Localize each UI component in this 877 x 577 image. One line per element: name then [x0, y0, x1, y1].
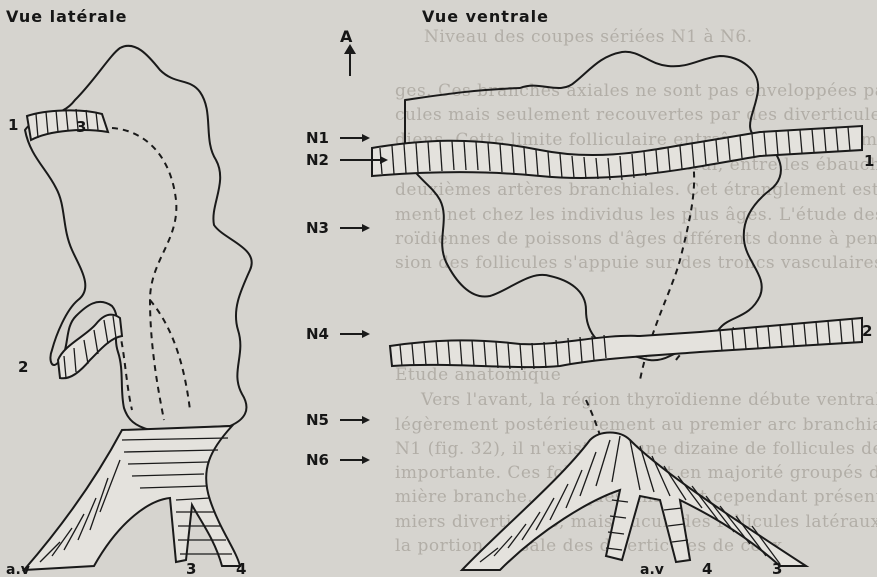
lateral-branchial-arch-2	[58, 315, 122, 379]
lateral-branch-4-label: 4	[236, 560, 246, 577]
level-n6-label: N6	[306, 451, 329, 469]
lateral-dashed-vessel-3	[150, 300, 190, 410]
lateral-arch-2-label: 2	[18, 358, 28, 376]
background-text-line: ment net chez les individus les plus âgé…	[395, 205, 877, 225]
lateral-branch-3-label: 3	[186, 560, 196, 577]
background-text-line: la portion dorsale des diverticules de c…	[395, 536, 783, 556]
lateral-ventral-aorta	[24, 426, 240, 570]
ventral-arch-2-label: 2	[862, 322, 872, 340]
level-n1-label: N1	[306, 129, 329, 147]
background-text-line: deuxièmes artères branchiales. Cet étran…	[395, 180, 877, 200]
ventral-branchial-arch-2	[390, 318, 862, 370]
background-text-line: légèrement postérieurement au premier ar…	[395, 415, 877, 435]
lateral-aorta-label: a.v	[6, 562, 30, 577]
level-n3-label: N3	[306, 219, 329, 237]
ventral-view-title: Vue ventrale	[422, 7, 549, 26]
background-text-line: Niveau des coupes sériées N1 à N6.	[424, 27, 753, 47]
lateral-inner-3-label: 3	[76, 118, 86, 136]
level-arrows	[340, 134, 388, 464]
background-text-line: Vers l'avant, la région thyroïdienne déb…	[420, 390, 877, 410]
level-n2-label: N2	[306, 151, 329, 169]
lateral-view-title: Vue latérale	[6, 7, 127, 26]
background-text-line: cules mais seulement recouvertes par des…	[395, 105, 877, 125]
lateral-view	[24, 46, 252, 570]
background-text-line: sion des follicules s'appuie sur des tro…	[395, 253, 877, 273]
anterior-arrow	[344, 44, 356, 76]
level-n4-label: N4	[306, 325, 329, 343]
ventral-aorta-label: a.v	[640, 562, 664, 577]
level-n5-label: N5	[306, 411, 329, 429]
background-text-line: roïdiennes de poissons d'âges différents…	[395, 229, 877, 249]
ventral-branch-3-label: 3	[772, 560, 782, 577]
ventral-branch-4-label: 4	[702, 560, 712, 577]
anterior-label: A	[340, 27, 353, 46]
lateral-branchial-arch-1	[27, 109, 108, 140]
background-text-line: miers diverticules, mais aucun des folli…	[395, 512, 877, 532]
ventral-arch-1-label: 1	[864, 152, 874, 170]
lateral-arch-1-label: 1	[8, 116, 18, 134]
